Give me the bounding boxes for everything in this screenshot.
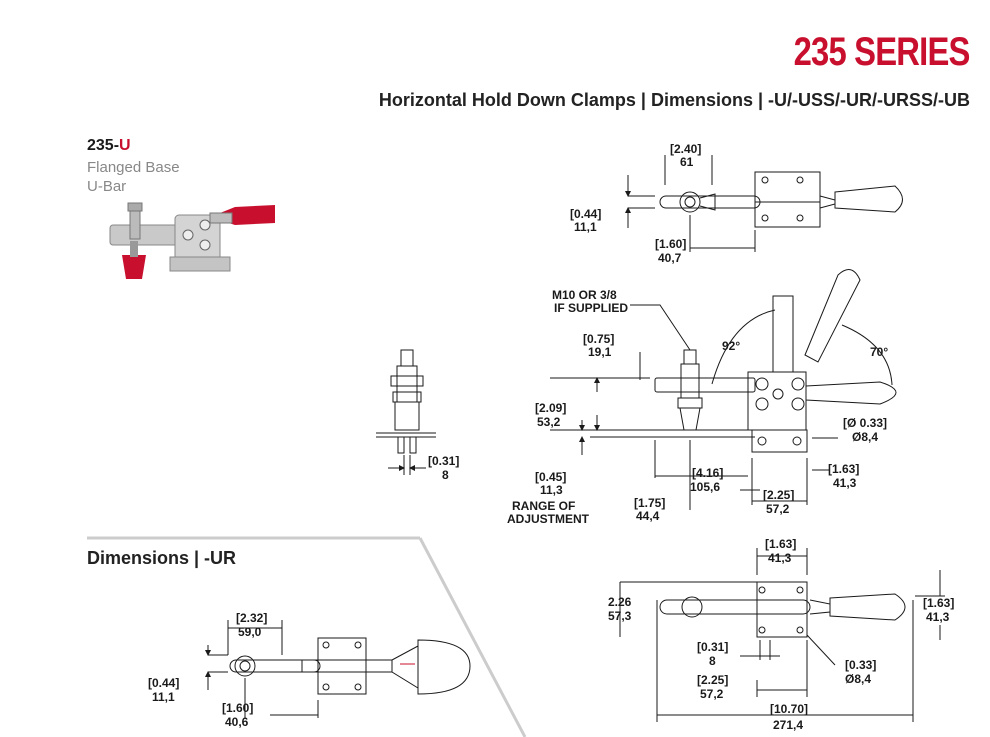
dim-reach-in: [1.75] [634, 496, 665, 510]
dim-plan-base-w-mm: 41,3 [768, 551, 792, 565]
bolt-note-line2: IF SUPPLIED [554, 301, 628, 315]
dim-plan-slot-in: [0.31] [697, 640, 728, 654]
dim-plan-base-len-mm: 57,2 [700, 687, 724, 701]
dim-hole-dia-in: [Ø 0.33] [843, 416, 887, 430]
dim-top-u-offset-in: [1.60] [655, 237, 686, 251]
dim-length-mm: 105,6 [690, 480, 720, 494]
dim-height-in: [2.09] [535, 401, 566, 415]
dimension-labels: [2.40] 61 [0.44] 11,1 [1.60] 40,7 M10 OR… [148, 142, 954, 732]
section-title-ur: Dimensions | -UR [87, 548, 237, 568]
dim-top-u-height-mm: 11,1 [574, 220, 597, 234]
dim-top-u-height-in: [0.44] [570, 207, 601, 221]
page-subtitle: Horizontal Hold Down Clamps | Dimensions… [378, 90, 970, 110]
dim-base-mm: 41,3 [833, 476, 857, 490]
dim-adjust-mm: 11,3 [540, 483, 563, 497]
dim-plan-side-in: [1.63] [923, 596, 954, 610]
dim-ur-offset-mm: 40,6 [225, 715, 249, 729]
side-view-u [550, 269, 897, 510]
dim-plan-base-len-in: [2.25] [697, 673, 728, 687]
top-view-ur [205, 620, 471, 718]
dim-plan-height-mm: 57,3 [608, 609, 632, 623]
dim-hole-dia-mm: Ø8,4 [852, 430, 878, 444]
dim-plan-base-w-in: [1.63] [765, 537, 796, 551]
dim-plan-hole-mm: Ø8,4 [845, 672, 871, 686]
angle-open: 92° [722, 339, 740, 353]
angle-handle: 70° [870, 345, 888, 359]
dim-ur-height-in: [0.44] [148, 676, 179, 690]
dim-ur-width-mm: 59,0 [238, 625, 262, 639]
dim-plan-height-in: 2.26 [608, 595, 632, 609]
dim-adjust-in: [0.45] [535, 470, 566, 484]
model-bar-type: U-Bar [87, 178, 127, 195]
adjust-label-line2: ADJUSTMENT [507, 512, 590, 526]
dim-plan-slot-mm: 8 [709, 654, 716, 668]
adjust-label-line1: RANGE OF [512, 499, 575, 513]
dim-top-u-width-mm: 61 [680, 155, 694, 169]
dim-plan-hole-in: [0.33] [845, 658, 876, 672]
model-code: 235-U [87, 137, 131, 155]
dim-spindle-mm: 19,1 [588, 345, 612, 359]
dim-base-len-in: [2.25] [763, 488, 794, 502]
dim-length-in: [4.16] [692, 466, 723, 480]
dim-plan-overall-in: [10.70] [770, 702, 808, 716]
dim-plan-overall-mm: 271,4 [773, 718, 803, 732]
dim-height-mm: 53,2 [537, 415, 561, 429]
dim-base-in: [1.63] [828, 462, 859, 476]
model-base-type: Flanged Base [87, 159, 180, 176]
dim-top-u-width-in: [2.40] [670, 142, 701, 156]
dim-top-u-offset-mm: 40,7 [658, 251, 682, 265]
model-code-suffix: U [119, 137, 131, 154]
dim-ur-offset-in: [1.60] [222, 701, 253, 715]
dim-front-width-in: [0.31] [428, 454, 459, 468]
series-title: 235 SERIES [794, 30, 971, 74]
model-code-prefix: 235- [87, 137, 120, 154]
dim-spindle-in: [0.75] [583, 332, 614, 346]
front-view-u [376, 349, 436, 475]
dim-reach-mm: 44,4 [636, 509, 660, 523]
dim-base-len-mm: 57,2 [766, 502, 790, 516]
bolt-note-line1: M10 OR 3/8 [552, 288, 617, 302]
rubber-spindle-tip [122, 255, 146, 279]
dim-front-width-mm: 8 [442, 468, 449, 482]
dim-ur-width-in: [2.32] [236, 611, 267, 625]
dim-plan-side-mm: 41,3 [926, 610, 950, 624]
top-view-u [625, 155, 903, 252]
plan-view [619, 548, 945, 722]
product-photo [109, 202, 275, 279]
dim-ur-height-mm: 11,1 [152, 690, 175, 704]
